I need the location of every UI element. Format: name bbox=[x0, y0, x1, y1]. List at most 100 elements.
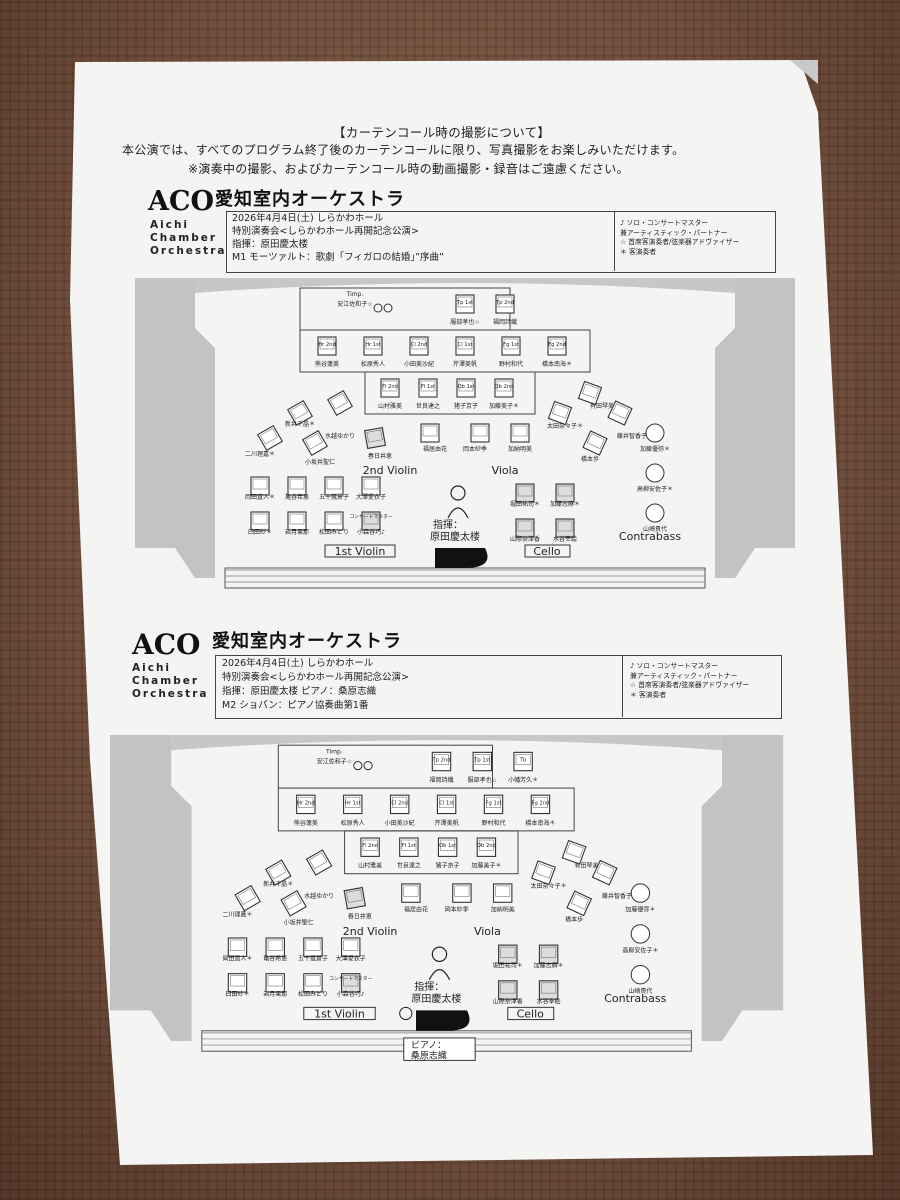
first-violin-chair bbox=[324, 511, 344, 531]
pianist-icon bbox=[399, 1006, 413, 1021]
right-wall bbox=[715, 278, 795, 578]
wind-chair bbox=[409, 336, 429, 356]
first-violin-chair bbox=[361, 476, 381, 496]
viola-player: 藤井智香子＊ bbox=[617, 432, 653, 440]
brass-player: 服部孝也☆ bbox=[468, 776, 497, 784]
wind-chair bbox=[436, 794, 457, 815]
first-violin-player: 臼田紗＊ bbox=[225, 990, 249, 998]
wind-part: Fg 1st bbox=[503, 342, 519, 348]
contrabass-player: 高柳安佐子＊ bbox=[637, 485, 673, 493]
viola-player: 橋本歩 bbox=[581, 455, 599, 463]
brass-part: Tp 2nd bbox=[432, 758, 451, 764]
brass-player: 小幡芳久＊ bbox=[508, 776, 538, 784]
viola-player: 藤井智香子＊ bbox=[602, 892, 638, 900]
orchestra-name: 愛知室内オーケストラ bbox=[215, 189, 405, 210]
wind-player: 芹澤美帆 bbox=[453, 360, 477, 368]
first-violin-chair bbox=[250, 476, 270, 496]
second-violin-player: 水越ゆかり bbox=[325, 432, 355, 440]
first-violin-player: 五十嵐景子 bbox=[298, 954, 328, 962]
info-box bbox=[215, 655, 782, 719]
wind-part: Fl 1st bbox=[402, 843, 416, 849]
wind-chair bbox=[455, 336, 475, 356]
wind-chair bbox=[363, 336, 383, 356]
viola-player: 橋本歩 bbox=[565, 916, 583, 924]
conductor-body bbox=[447, 507, 469, 519]
wind-chair bbox=[530, 794, 551, 815]
timpani-drum bbox=[363, 761, 373, 771]
viola-chair bbox=[492, 883, 513, 903]
contrabass-circle bbox=[645, 423, 665, 443]
timpani-drum bbox=[353, 761, 363, 771]
wind-player: 山村雅美 bbox=[378, 402, 402, 410]
info-divider bbox=[614, 211, 615, 271]
wind-player: 松原秀人 bbox=[361, 360, 385, 368]
cello-player: 加藤志麻＊ bbox=[550, 500, 580, 508]
brass-chair bbox=[472, 751, 493, 772]
first-violin-player: 小森谷巧♪ bbox=[337, 990, 365, 998]
wind-player: 山村雅美 bbox=[358, 862, 382, 870]
wind-player: 加藤美子＊ bbox=[471, 862, 501, 870]
ceiling-arc bbox=[195, 278, 735, 293]
wind-chair bbox=[547, 336, 567, 356]
conductor-icon bbox=[431, 946, 448, 963]
wind-chair bbox=[456, 378, 476, 398]
first-violin-player: 岩月果那 bbox=[263, 990, 287, 998]
contrabass-circle bbox=[645, 503, 665, 523]
concert-date: 2026年4月4日(土) しらかわホール bbox=[232, 213, 384, 224]
orchestra-name: 愛知室内オーケストラ bbox=[212, 631, 402, 652]
conductor-label: 指揮： bbox=[414, 980, 444, 993]
contrabass-circle bbox=[630, 965, 651, 985]
label-viola: Viola bbox=[474, 925, 501, 938]
viola-chair bbox=[566, 890, 593, 917]
conductor-body bbox=[428, 969, 451, 981]
first-violin-player: 亀谷希恵 bbox=[263, 954, 287, 962]
first-violin-player: 小森谷巧♪ bbox=[357, 528, 385, 536]
timpani-player: 安江佐和子☆ bbox=[317, 758, 352, 766]
label-2nd-violin: 2nd Violin bbox=[343, 925, 398, 938]
cello-chair bbox=[515, 518, 535, 538]
second-violin-player: 水越ゆかり bbox=[304, 892, 334, 900]
wind-chair bbox=[501, 336, 521, 356]
first-violin-label-box bbox=[324, 544, 396, 558]
second-violin-chair bbox=[265, 859, 292, 886]
contrabass-player: 高柳安佐子＊ bbox=[622, 946, 658, 954]
wind-part: Hr 1st bbox=[365, 342, 381, 348]
brass-chair bbox=[513, 751, 533, 772]
contrabass-player: 山崎貴代 bbox=[643, 525, 667, 533]
label-1st-violin: 1st Violin bbox=[335, 545, 386, 558]
concert-title: 特別演奏会<しらかわホール再開記念公演> bbox=[232, 226, 419, 237]
second-violin-chair bbox=[256, 424, 284, 452]
cello-chair bbox=[515, 483, 535, 503]
wind-player: 小田美沙紀 bbox=[404, 360, 434, 368]
second-violin-player: 春日井恵 bbox=[368, 452, 392, 460]
first-violin-player: 臼田紗＊ bbox=[248, 528, 272, 536]
viola-chair bbox=[452, 883, 472, 903]
label-2nd-violin: 2nd Violin bbox=[363, 464, 418, 477]
wind-player: 世良達之 bbox=[397, 862, 421, 870]
riser-brass bbox=[277, 744, 493, 789]
first-violin-player: 亀谷希恵 bbox=[285, 493, 309, 501]
viola-player: 太田奈々子＊ bbox=[531, 882, 567, 890]
brass-player: 服部孝也☆ bbox=[450, 318, 479, 326]
cello-label-box bbox=[507, 1006, 555, 1021]
cello-chair bbox=[555, 518, 575, 538]
first-violin-chair bbox=[340, 937, 361, 957]
wind-part: Ob 1st bbox=[439, 843, 456, 849]
wind-chair bbox=[360, 837, 380, 857]
cello-player: 水谷幸絵 bbox=[553, 535, 577, 543]
viola-chair bbox=[561, 839, 587, 865]
first-violin-chair bbox=[265, 973, 285, 993]
label-contrabass: Contrabass bbox=[604, 992, 666, 1005]
wind-part: Fl 1st bbox=[421, 384, 435, 390]
first-violin-player: 大澤愛衣子 bbox=[356, 493, 386, 501]
piano-label-box bbox=[403, 1037, 476, 1061]
cello-player: 山際奈津香 bbox=[493, 997, 523, 1005]
viola-player: 太田奈々子＊ bbox=[547, 422, 583, 430]
wind-part: Cl 1st bbox=[439, 800, 454, 806]
timpani-label: Timp. bbox=[325, 748, 343, 755]
viola-player: 岡本紗季 bbox=[445, 905, 469, 913]
wind-part: Fg 2nd bbox=[548, 342, 566, 348]
first-violin-chair bbox=[287, 476, 307, 496]
